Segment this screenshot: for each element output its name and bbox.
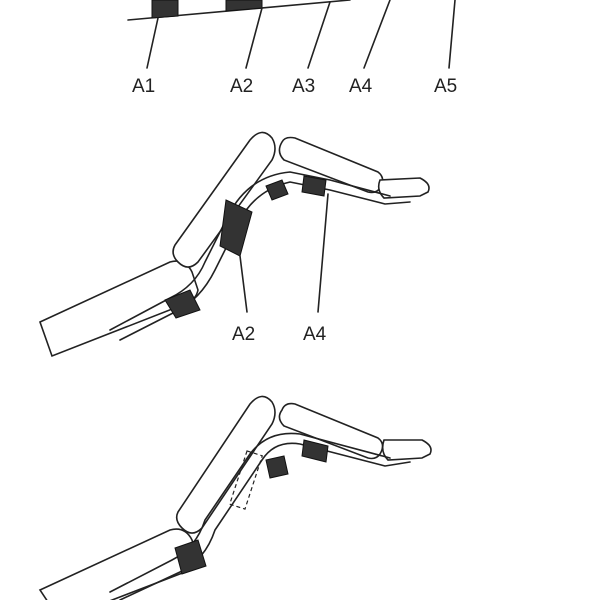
metacarpal-bone: [38, 528, 199, 600]
leader-a5: [448, 0, 456, 69]
leader-a4: [363, 0, 391, 69]
pulley-a4: [301, 439, 329, 463]
middle-phalanx: [278, 402, 384, 460]
top-finger-figure: A1 A2 A3 A4 A5: [127, 0, 457, 97]
label-a2: A2: [230, 76, 253, 97]
label-a1: A1: [132, 76, 155, 97]
label-a2: A2: [232, 324, 255, 345]
label-a4: A4: [303, 324, 327, 345]
pulley-a4: [301, 175, 327, 197]
pulley-a1: [164, 289, 201, 319]
pulley-a1: [151, 0, 179, 19]
pulley-a2: [225, 0, 263, 12]
pulley-a2-removed: [228, 450, 264, 510]
pulley-a1: [174, 539, 207, 575]
pulley-a3: [265, 179, 289, 201]
leader-a4: [317, 193, 329, 313]
label-a5: A5: [434, 76, 457, 97]
proximal-phalanx: [172, 131, 276, 268]
middle-phalanx: [278, 136, 384, 194]
middle-finger-figure: A2 A4: [39, 131, 430, 358]
leader-a2: [245, 7, 263, 69]
leader-a2: [239, 255, 248, 313]
leader-a1: [146, 17, 159, 69]
label-a3: A3: [292, 76, 315, 97]
tendon-line-lower: [119, 181, 411, 341]
label-a4: A4: [349, 76, 373, 97]
leader-a3: [307, 1, 331, 69]
distal-phalanx: [377, 177, 430, 199]
proximal-phalanx: [175, 395, 276, 534]
bottom-finger-figure: [38, 395, 432, 600]
distal-phalanx: [381, 439, 432, 461]
pulley-a3: [265, 455, 289, 479]
